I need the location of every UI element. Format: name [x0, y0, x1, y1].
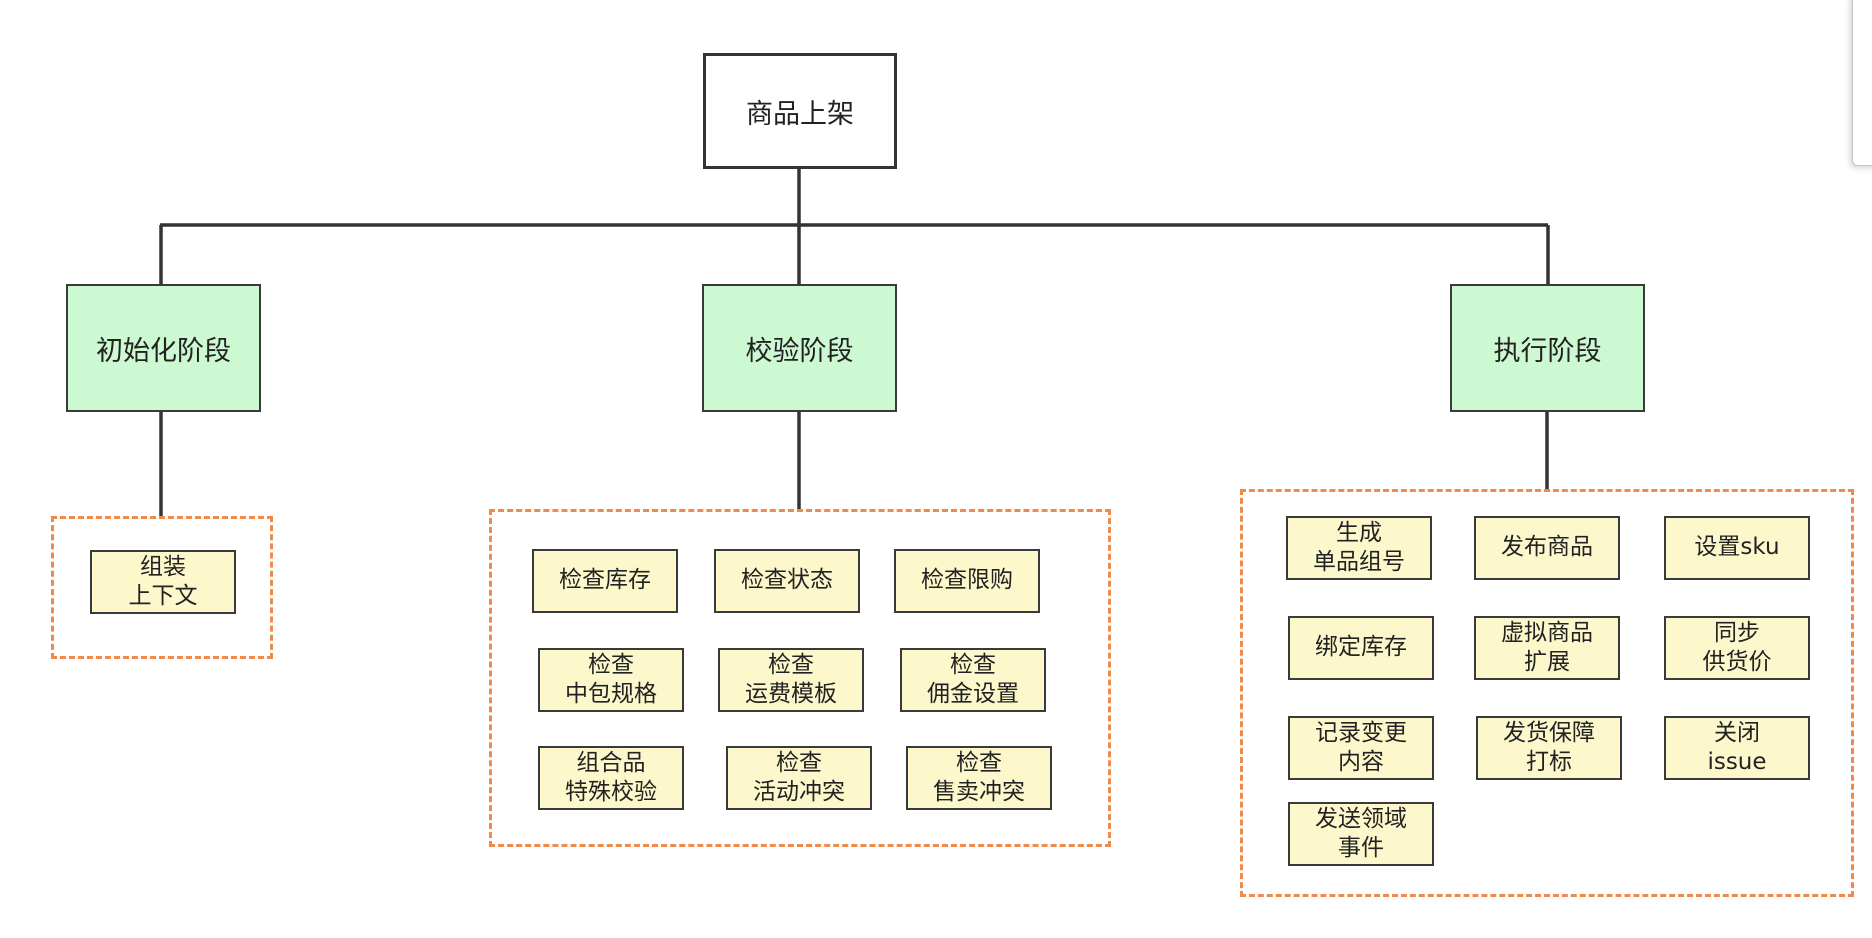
task-send-domain-event[interactable]: 发送领域 事件: [1288, 802, 1434, 866]
task-check-activity-conflict[interactable]: 检查 活动冲突: [726, 746, 872, 810]
task-check-shipping-template[interactable]: 检查 运费模板: [718, 648, 864, 712]
task-delivery-guarantee-tag[interactable]: 发货保障 打标: [1476, 716, 1622, 780]
task-sync-supply-price[interactable]: 同步 供货价: [1664, 616, 1810, 680]
task-check-commission[interactable]: 检查 佣金设置: [900, 648, 1046, 712]
stage-verify[interactable]: 校验阶段: [702, 284, 897, 412]
task-set-sku[interactable]: 设置sku: [1664, 516, 1810, 580]
side-panel-edge: [1852, 0, 1872, 166]
task-check-purchase-limit[interactable]: 检查限购: [894, 549, 1040, 613]
stage-exec-label: 执行阶段: [1493, 335, 1602, 367]
task-close-issue[interactable]: 关闭 issue: [1664, 716, 1810, 780]
task-virtual-product-ext[interactable]: 虚拟商品 扩展: [1474, 616, 1620, 680]
root-label: 商品上架: [746, 98, 854, 130]
task-record-changes[interactable]: 记录变更 内容: [1288, 716, 1434, 780]
verify-task-group: [489, 509, 1111, 847]
stage-verify-label: 校验阶段: [745, 335, 854, 367]
task-bundle-special-check[interactable]: 组合品 特殊校验: [538, 746, 684, 810]
root-node[interactable]: 商品上架: [703, 53, 897, 169]
task-check-inventory[interactable]: 检查库存: [532, 549, 678, 613]
stage-exec[interactable]: 执行阶段: [1450, 284, 1645, 412]
task-bind-inventory[interactable]: 绑定库存: [1288, 616, 1434, 680]
task-check-pack-spec[interactable]: 检查 中包规格: [538, 648, 684, 712]
task-check-sale-conflict[interactable]: 检查 售卖冲突: [906, 746, 1052, 810]
task-assemble-context[interactable]: 组装 上下文: [90, 550, 236, 614]
task-generate-group-id[interactable]: 生成 单品组号: [1286, 516, 1432, 580]
init-task-group: [51, 516, 273, 659]
exec-task-group: [1240, 489, 1854, 897]
task-check-status[interactable]: 检查状态: [714, 549, 860, 613]
stage-init-label: 初始化阶段: [96, 335, 231, 367]
task-publish-product[interactable]: 发布商品: [1474, 516, 1620, 580]
stage-init[interactable]: 初始化阶段: [66, 284, 261, 412]
